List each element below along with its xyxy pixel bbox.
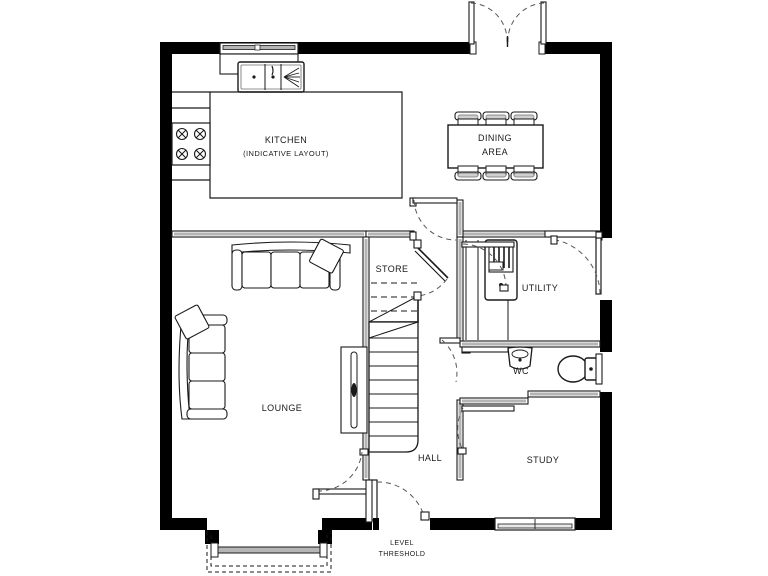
door-store [413,239,449,301]
window-study [494,517,576,531]
hob-4-burner [171,122,211,166]
room-label-kitchen: KITCHEN [265,135,307,145]
french-doors-top [468,1,547,55]
front-door [365,479,430,523]
dining-chair [454,165,482,181]
wash-basin [507,346,533,370]
kitchen-sink-double [237,61,305,93]
utility-worktop [465,240,479,340]
toilet [557,353,603,385]
dining-chair [482,111,510,129]
porch-bay-projection [205,530,332,573]
staircase [368,321,419,453]
annotation-level-threshold-line2: THRESHOLD [379,551,426,558]
room-label-lounge: LOUNGE [262,403,302,413]
door-study [457,405,515,455]
room-label-utility: UTILITY [522,283,558,293]
room-label-hall: HALL [418,453,442,463]
door-wc-swing [439,337,461,383]
dining-table [447,111,544,181]
wall-nub [373,518,379,530]
sofa-3-seat-top [231,238,351,291]
radiator [340,346,368,434]
window-porch [210,542,328,558]
room-sublabel-kitchen: (INDICATIVE LAYOUT) [243,149,329,158]
door-right-exterior [550,231,603,295]
room-label-study: STUDY [527,455,560,465]
door-utility [461,241,515,292]
room-label-dining: DINING [478,133,512,143]
sofa-3-seat-left [174,304,228,420]
room-label-wc: WC [513,366,529,376]
dining-chair [482,165,510,181]
dining-chair [510,111,538,129]
annotation-level-threshold-line1: LEVEL [390,540,414,547]
room-label-store: STORE [376,264,409,274]
room-sublabel-dining: AREA [482,147,508,157]
kitchen-worktop [172,91,403,199]
door-kitchen [409,197,458,241]
door-wc [461,346,509,354]
dining-chair [510,165,538,181]
